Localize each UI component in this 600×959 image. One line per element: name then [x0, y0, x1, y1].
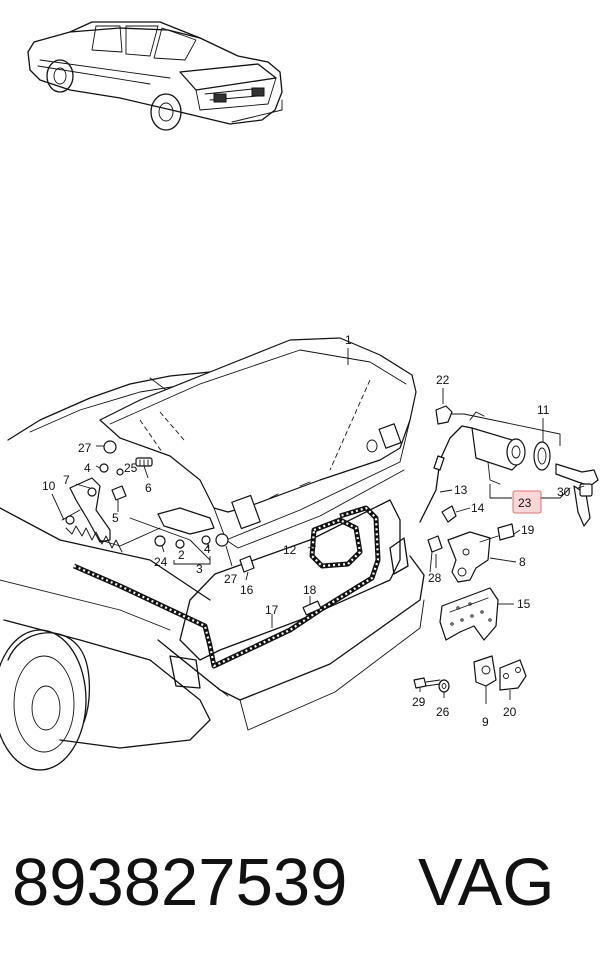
- callout-29: 29: [412, 695, 426, 709]
- callout-28: 28: [428, 571, 442, 585]
- lock-latch-assembly: [427, 505, 515, 583]
- trunk-seal-17: [73, 505, 381, 669]
- callout-15: 15: [517, 597, 531, 611]
- callout-16: 16: [240, 583, 254, 597]
- callout-7: 7: [63, 473, 70, 487]
- callout-30: 30: [557, 485, 571, 499]
- callout-26: 26: [436, 705, 450, 719]
- striker-assembly: [413, 655, 527, 693]
- callout-20: 20: [503, 705, 517, 719]
- lock-striker-housing-12: [309, 517, 363, 569]
- callout-13: 13: [454, 483, 468, 497]
- hinge-assembly: [61, 440, 255, 573]
- leader-lines: [51, 348, 585, 704]
- callout-23: 23: [518, 496, 532, 510]
- release-cable-13: [419, 425, 473, 523]
- lock-cylinder-assembly: [435, 405, 599, 527]
- callout-9: 9: [482, 715, 489, 729]
- callout-11: 11: [537, 403, 550, 417]
- car-overview-illustration: [27, 21, 283, 131]
- callout-24: 24: [154, 555, 168, 569]
- callout-19: 19: [521, 523, 535, 537]
- highlight-box-23: [512, 490, 542, 514]
- callout-1: 1: [345, 333, 352, 347]
- brand-name: VAG: [418, 845, 555, 920]
- callout-17: 17: [265, 603, 279, 617]
- callout-2: 2: [178, 548, 185, 562]
- callout-12: 12: [283, 543, 297, 557]
- seal-joint-18: [302, 600, 322, 616]
- callout-22: 22: [436, 373, 450, 387]
- callout-6: 6: [145, 481, 152, 495]
- callout-25: 25: [124, 461, 138, 475]
- callout-4: 4: [84, 461, 91, 475]
- callout-8: 8: [519, 555, 526, 569]
- callout-18: 18: [303, 583, 317, 597]
- callout-4b: 4: [204, 542, 211, 556]
- trunk-lid: [99, 337, 417, 549]
- callout-27b: 27: [224, 572, 238, 586]
- part-number: 893827539: [12, 845, 348, 920]
- callout-10: 10: [42, 479, 56, 493]
- callout-3: 3: [196, 562, 203, 576]
- callout-5: 5: [112, 511, 119, 525]
- callout-27: 27: [78, 441, 92, 455]
- trim-panel-15: [439, 587, 499, 641]
- callout-14: 14: [471, 501, 485, 515]
- callout-labels: 1 22 11 27 4 25 7 6 10 13 23 30 14 5 19 …: [42, 333, 571, 729]
